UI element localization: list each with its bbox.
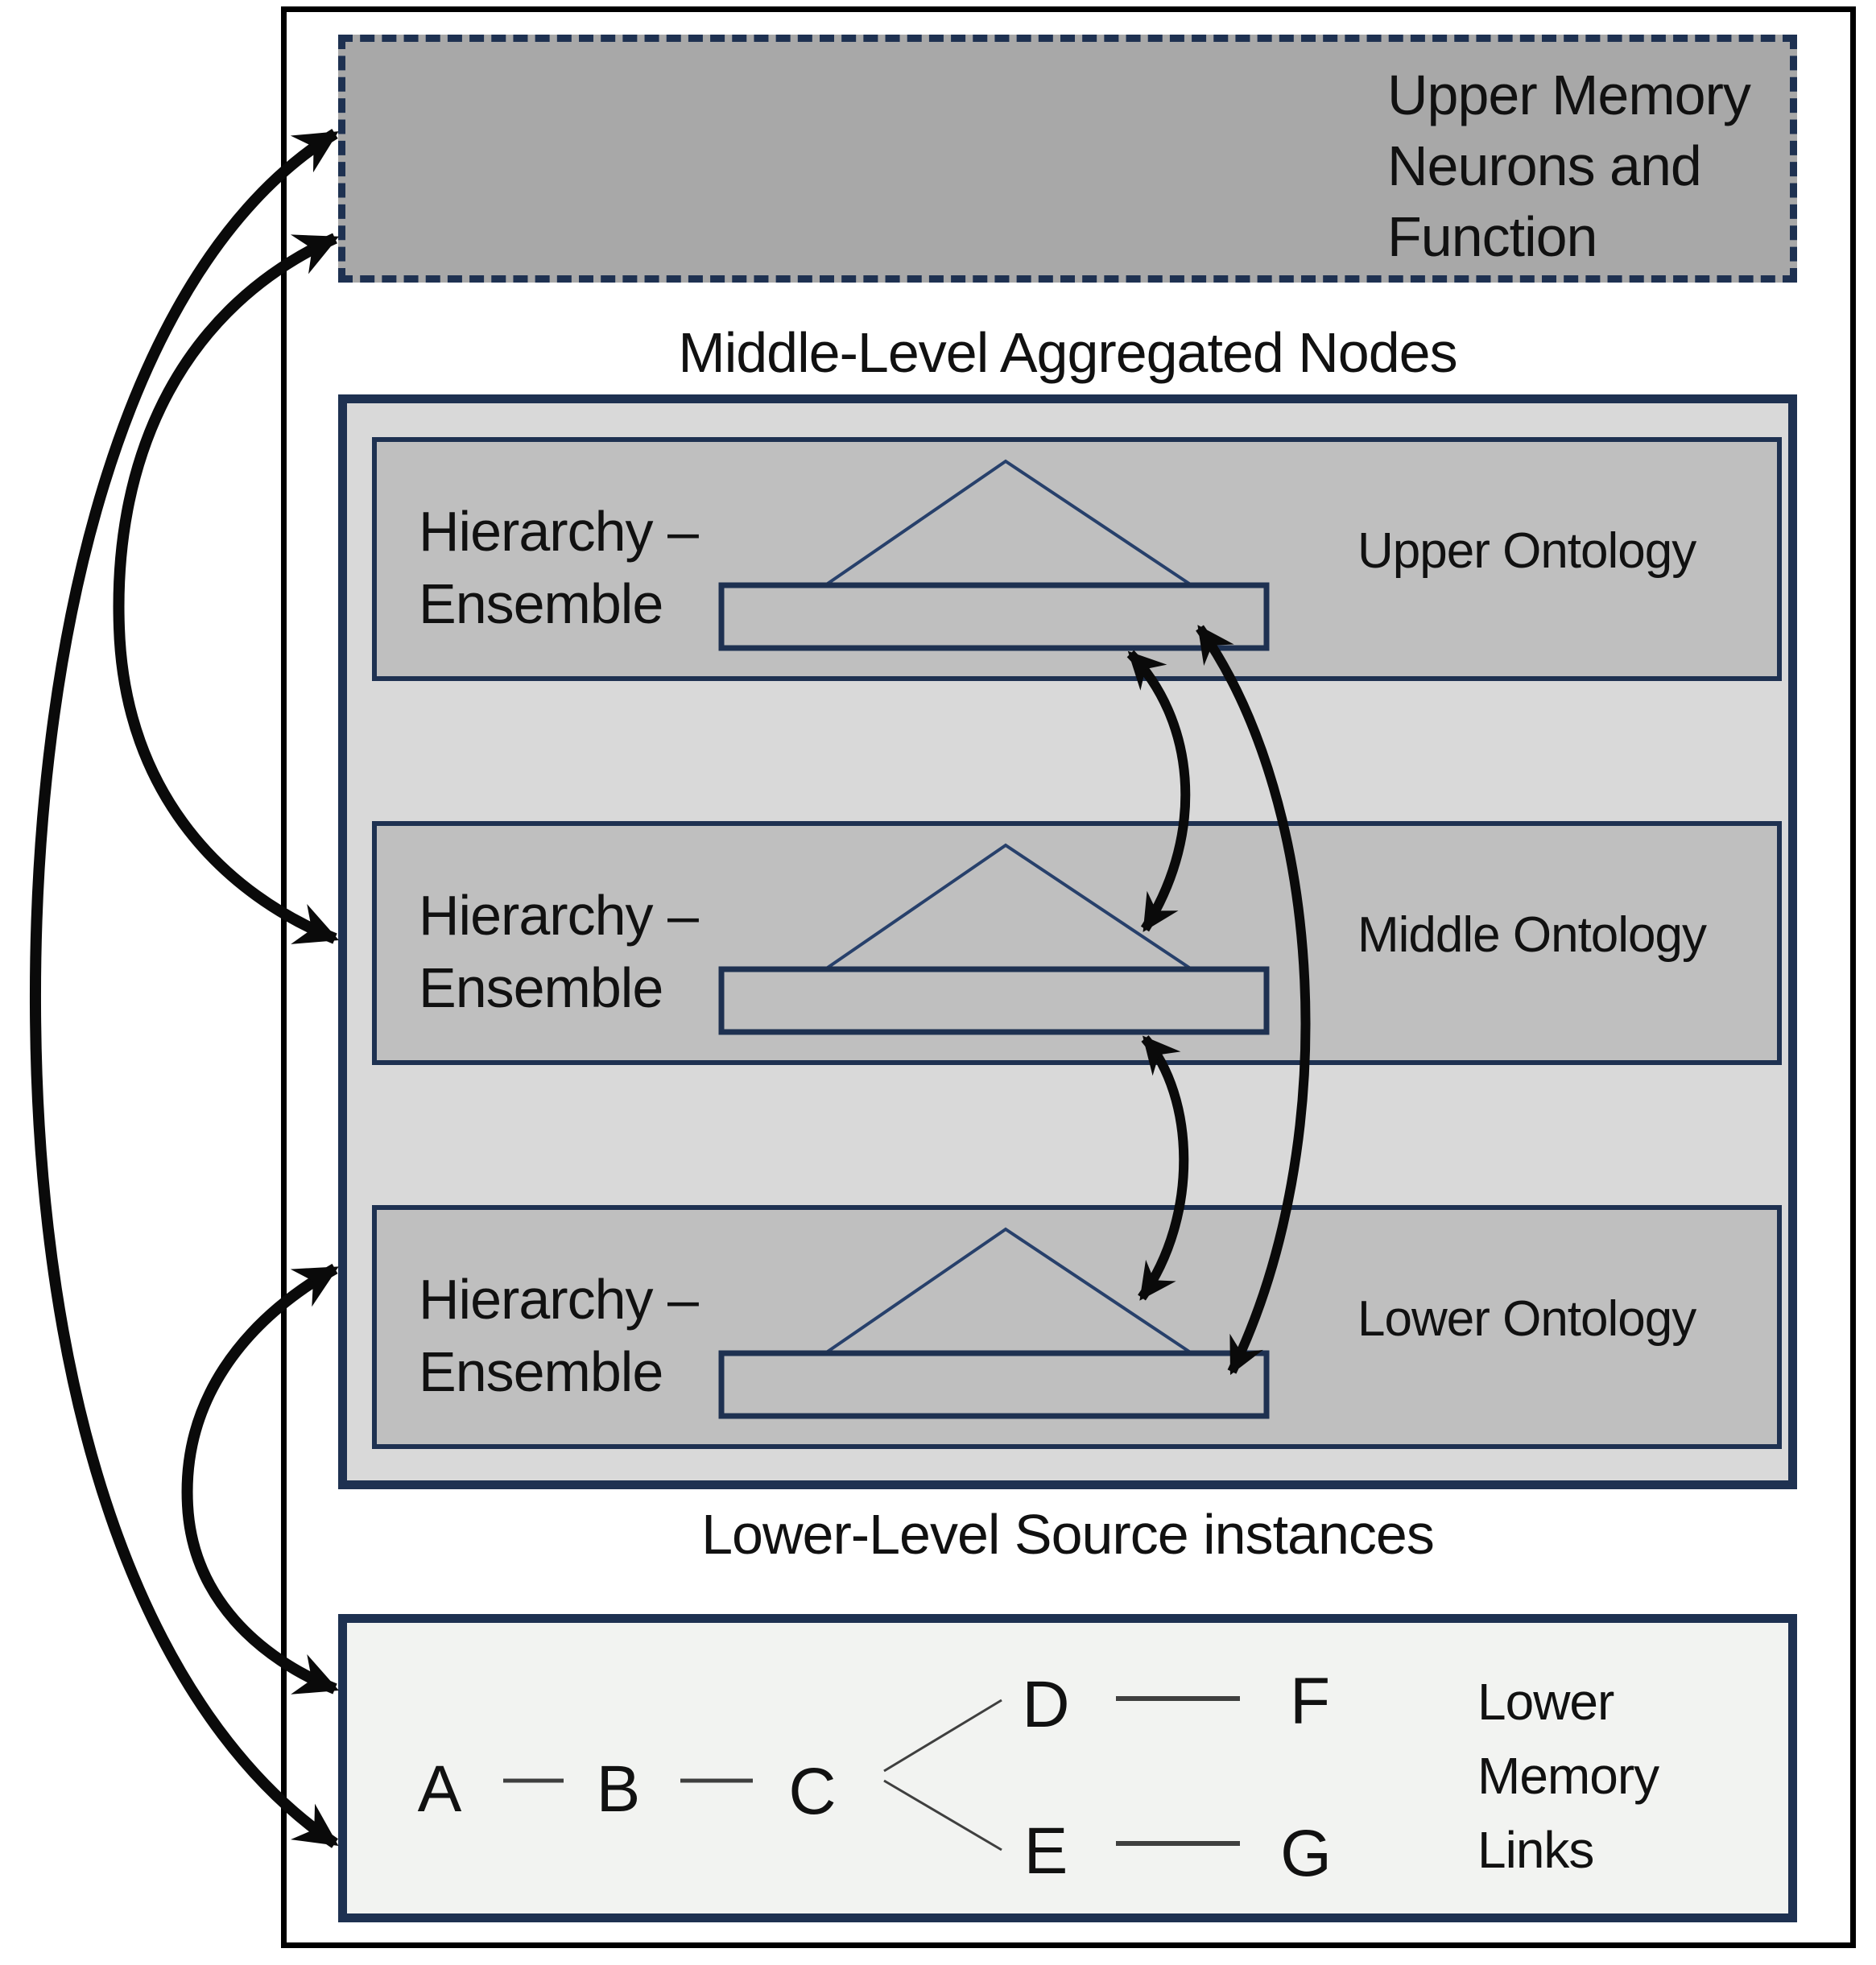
hierarchy-label-line: Hierarchy – [419,884,699,947]
middle-section-title: Middle-Level Aggregated Nodes [678,321,1457,384]
ontology-level-label: Lower Ontology [1357,1291,1696,1347]
node-a: A [417,1752,462,1826]
lower-memory-links-line: Lower [1477,1673,1614,1731]
base-bar [718,582,1270,651]
lower-memory-links-line: Links [1477,1821,1594,1879]
hierarchy-ensemble-label: Hierarchy – Ensemble [419,1263,699,1408]
ontology-level-label: Upper Ontology [1357,523,1696,579]
base-bar [718,1350,1270,1419]
pyramid-triangle [824,459,1193,587]
ontology-level-label: Middle Ontology [1357,907,1707,963]
node-e: E [1023,1814,1068,1888]
pyramid-triangle [824,1227,1193,1355]
node-f: F [1289,1665,1331,1738]
middle-aggregated-box: Hierarchy – Ensemble Upper Ontology Hier… [338,394,1797,1489]
node-d: D [1022,1668,1070,1741]
upper-memory-label-line3: Function [1387,205,1597,268]
hierarchy-label-line: Hierarchy – [419,500,699,563]
hierarchy-ensemble-label: Hierarchy – Ensemble [419,495,699,640]
node-b: B [596,1752,641,1826]
upper-memory-label-line1: Upper Memory [1387,64,1751,126]
ontology-band-lower: Hierarchy – Ensemble Lower Ontology [372,1205,1782,1449]
lower-memory-links-line: Memory [1477,1747,1659,1805]
ontology-band-middle: Hierarchy – Ensemble Middle Ontology [372,821,1782,1065]
ensemble-label-line: Ensemble [419,572,663,635]
hierarchy-label-line: Hierarchy – [419,1268,699,1331]
pyramid-icon [718,843,1270,1035]
lower-section-title: Lower-Level Source instances [701,1503,1435,1566]
pyramid-icon [718,459,1270,651]
upper-memory-label: Upper Memory Neurons and Function [1387,60,1751,272]
ensemble-label-line: Ensemble [419,956,663,1019]
lower-source-box: A B C D F E G Lower Memory Links [338,1614,1797,1922]
hierarchy-ensemble-label: Hierarchy – Ensemble [419,879,699,1024]
lower-memory-links-label: Lower Memory Links [1477,1665,1659,1887]
ontology-band-upper: Hierarchy – Ensemble Upper Ontology [372,437,1782,681]
node-c: C [788,1755,837,1828]
upper-memory-label-line2: Neurons and [1387,134,1702,197]
upper-memory-box: Upper Memory Neurons and Function [338,35,1797,283]
base-bar [718,966,1270,1035]
ensemble-label-line: Ensemble [419,1340,663,1403]
pyramid-icon [718,1227,1270,1419]
node-g: G [1280,1817,1332,1890]
pyramid-triangle [824,843,1193,971]
